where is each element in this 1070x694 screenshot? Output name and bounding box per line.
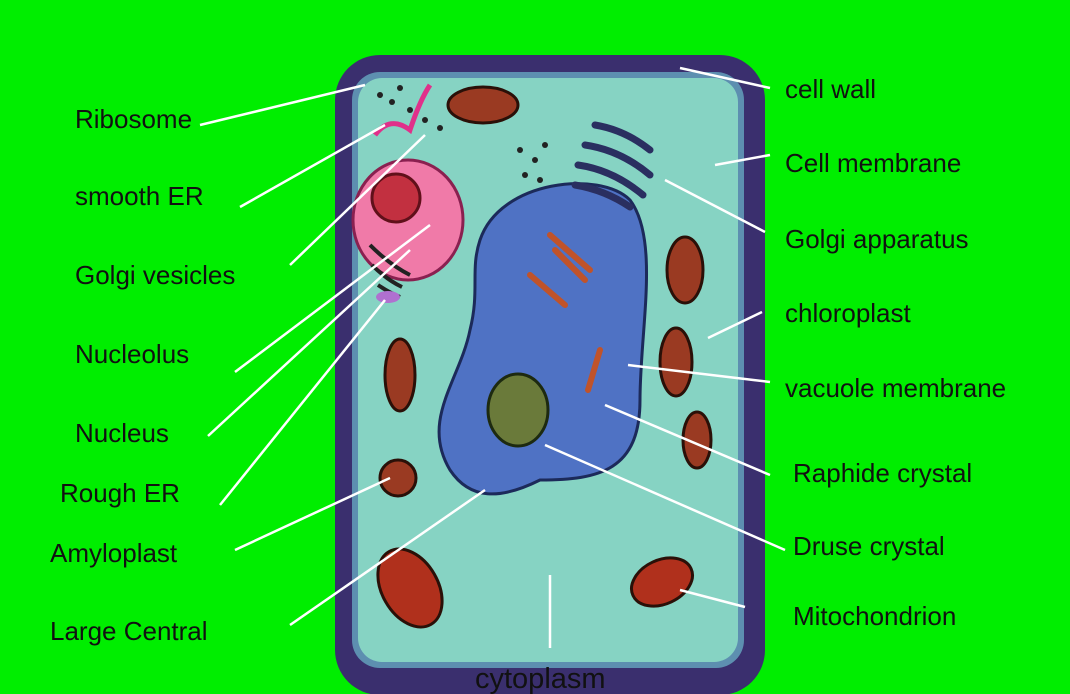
label-nucleolus: Nucleolus (75, 339, 189, 369)
golgi-apparatus-shape (571, 121, 654, 211)
label-golgi-apparatus: Golgi apparatus (785, 224, 969, 254)
label-vacuole-membrane: vacuole membrane (785, 373, 1006, 403)
label-rough-er: Rough ER (60, 478, 180, 508)
label-chloroplast: chloroplast (785, 298, 912, 328)
labels-left: Ribosome smooth ER Golgi vesicles Nucleo… (50, 104, 235, 646)
label-cell-membrane: Cell membrane (785, 148, 961, 178)
label-smooth-er: smooth ER (75, 181, 204, 211)
label-raphide-crystal: Raphide crystal (793, 458, 972, 488)
ribosome-dots (377, 85, 548, 183)
chloroplasts (383, 85, 713, 470)
nucleolus-shape (370, 172, 422, 224)
raphide-crystals (527, 232, 603, 393)
mitochondria (376, 547, 694, 629)
label-mitochondrion: Mitochondrion (793, 601, 956, 631)
cell (335, 55, 765, 694)
labels-right: cell wall Cell membrane Golgi apparatus … (785, 74, 1006, 631)
label-cytoplasm: cytoplasm (475, 663, 606, 694)
golgi-vesicle-shape (376, 291, 400, 303)
label-druse-crystal: Druse crystal (793, 531, 945, 561)
leader-lines (199, 66, 786, 648)
druse-crystal (486, 372, 550, 448)
amyloplast-shape (378, 458, 418, 498)
label-ribosome: Ribosome (75, 104, 192, 134)
label-golgi-vesicles: Golgi vesicles (75, 260, 235, 290)
label-large-central: Large Central (50, 616, 208, 646)
label-nucleus: Nucleus (75, 418, 169, 448)
label-amyloplast: Amyloplast (50, 538, 178, 568)
label-cell-wall: cell wall (785, 74, 876, 104)
